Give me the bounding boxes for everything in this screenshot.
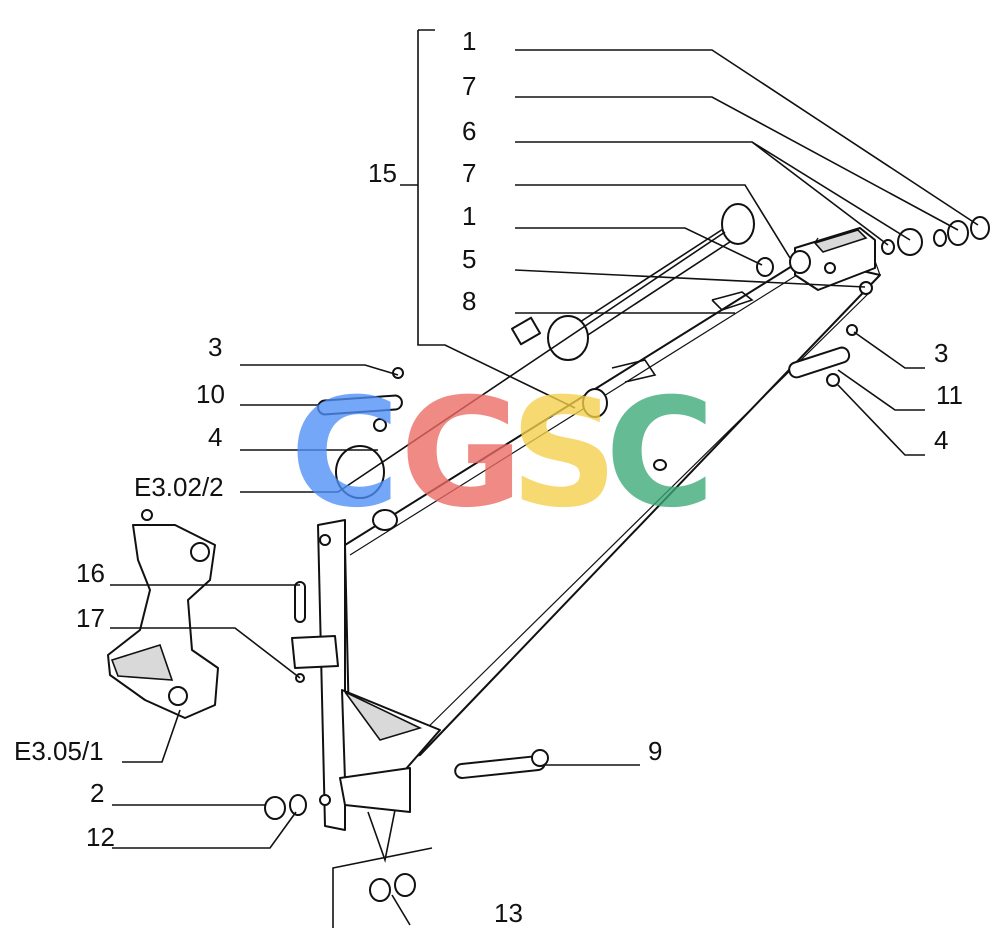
callout-11: 11 — [936, 380, 963, 410]
callout-15: 15 — [368, 158, 397, 188]
callout-labels: 1 7 6 7 1 5 8 15 3 10 4 E3.02/2 3 11 4 1… — [14, 26, 963, 928]
sub-assembly-panel — [332, 809, 433, 928]
watermark-letter: C — [290, 367, 400, 541]
callout-10: 10 — [196, 379, 225, 409]
callout-3-right: 3 — [934, 338, 948, 368]
loose-parts — [264, 216, 990, 902]
callout-5: 5 — [462, 244, 476, 274]
leader-lines — [110, 29, 979, 849]
watermark-letter: G — [400, 367, 523, 541]
callout-4-left: 4 — [208, 422, 222, 452]
callout-1-lower: 1 — [462, 201, 476, 231]
callout-4-right: 4 — [934, 425, 948, 455]
callout-7-lower: 7 — [462, 158, 476, 188]
callout-e3-05-1: E3.05/1 — [14, 736, 104, 766]
mast-post — [291, 519, 441, 831]
callout-12: 12 — [86, 822, 115, 852]
callout-7-top: 7 — [462, 71, 476, 101]
watermark-letter: S — [510, 367, 618, 541]
watermark-letter: C — [605, 367, 715, 541]
callout-1-top: 1 — [462, 26, 476, 56]
callout-13: 13 — [494, 898, 523, 928]
callout-17: 17 — [76, 603, 105, 633]
callout-2: 2 — [90, 778, 104, 808]
callout-16: 16 — [76, 558, 105, 588]
callout-9: 9 — [648, 736, 662, 766]
cgsc-watermark: C G S C — [290, 367, 715, 541]
callout-e3-02-2: E3.02/2 — [134, 472, 224, 502]
bracket-assembly — [107, 509, 219, 719]
callout-8: 8 — [462, 286, 476, 316]
callout-6: 6 — [462, 116, 476, 146]
callout-3-left: 3 — [208, 332, 222, 362]
boom-head-block — [794, 227, 876, 291]
